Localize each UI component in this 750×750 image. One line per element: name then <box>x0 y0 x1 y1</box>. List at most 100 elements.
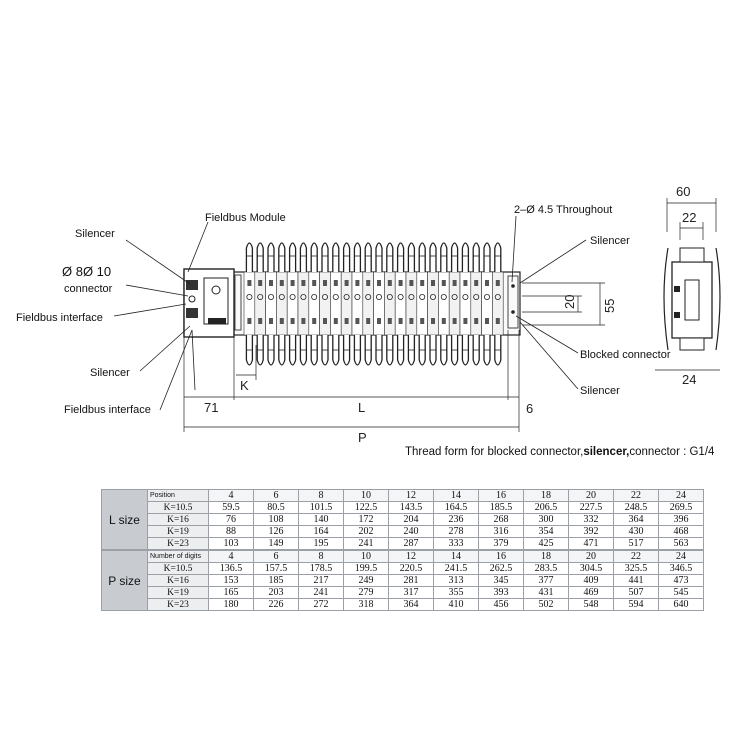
valve-coil-top <box>290 280 295 286</box>
table-cell: 59.5 <box>208 501 254 514</box>
table-cell: 364 <box>388 598 434 611</box>
table-cell: 594 <box>613 598 659 611</box>
fitting-top <box>342 242 351 272</box>
table-cell: 409 <box>568 574 614 587</box>
table-cell: 396 <box>658 513 704 526</box>
valve-indicator <box>343 293 350 300</box>
table-cell: 172 <box>343 513 389 526</box>
row-k-label: K=19 <box>147 586 209 599</box>
valve-coil-bottom <box>269 318 273 324</box>
valve-coil-top <box>377 280 381 286</box>
fieldbus-interface-label-bottom: Fieldbus interface <box>64 404 151 416</box>
left-leader-lines <box>113 221 209 411</box>
valve-indicator <box>419 293 426 300</box>
table-cell: 240 <box>388 525 434 538</box>
table-row: K=23 103 149 195 241 287 333 379 425 471… <box>102 537 704 550</box>
table-cell: 153 <box>208 574 254 587</box>
col-16: 16 <box>478 489 524 502</box>
col-18: 18 <box>523 489 569 502</box>
mount-hole-bottom <box>511 310 515 314</box>
fitting-top <box>396 242 405 272</box>
table-row: K=19 165 203 241 279 317 355 393 431 469… <box>102 586 704 599</box>
row-k-label: K=16 <box>147 513 209 526</box>
valve-indicator <box>257 293 264 300</box>
throughout-label: 2–Ø 4.5 Throughout <box>514 204 612 216</box>
silencer-label-top-left: Silencer <box>75 228 115 240</box>
table-cell: 441 <box>613 574 659 587</box>
table-cell: 640 <box>658 598 704 611</box>
fieldbus-port-top <box>186 280 198 290</box>
valve-coil-bottom <box>290 318 295 324</box>
valve-indicator <box>354 293 361 300</box>
fitting-top <box>332 242 340 272</box>
valve-indicator <box>408 293 415 300</box>
valve-coil-bottom <box>279 318 284 324</box>
valve-coil-top <box>301 280 306 286</box>
fitting-top <box>429 242 437 272</box>
table-cell: 431 <box>523 586 569 599</box>
valve-indicator <box>300 293 307 300</box>
table-cell: 377 <box>523 574 569 587</box>
end-view-tube-right <box>715 247 721 351</box>
valve-coil-top <box>269 280 273 286</box>
fitting-top <box>310 242 318 272</box>
valve-coil-top <box>420 280 425 286</box>
row-k-label: K=10.5 <box>147 562 209 575</box>
table-cell: 392 <box>568 525 614 538</box>
table-cell: 287 <box>388 537 434 550</box>
dim-k: K <box>240 378 249 393</box>
table-cell: 345 <box>478 574 524 587</box>
row-k-label: K=23 <box>147 598 209 611</box>
valve-coil-bottom <box>258 318 263 324</box>
col-18: 18 <box>523 550 569 563</box>
table-cell: 227.5 <box>568 501 614 514</box>
valve-coil-bottom <box>312 318 317 324</box>
row-k-label: K=10.5 <box>147 501 209 514</box>
table-cell: 236 <box>433 513 479 526</box>
valve-indicator <box>321 293 328 300</box>
valve-indicator <box>483 293 490 300</box>
valve-indicator <box>365 293 372 300</box>
table-cell: 410 <box>433 598 479 611</box>
dim-60: 60 <box>676 184 690 199</box>
dim-20-55-lines <box>522 282 605 326</box>
fieldbus-module-block <box>183 268 235 338</box>
col-4: 4 <box>208 489 254 502</box>
table-cell: 101.5 <box>298 501 344 514</box>
valve-coil-top <box>452 280 457 286</box>
valve-indicator <box>289 293 296 300</box>
valve-coil-bottom <box>452 318 457 324</box>
dim-l: L <box>358 400 365 415</box>
col-4: 4 <box>208 550 254 563</box>
fieldbus-module-label: Fieldbus Module <box>205 212 286 224</box>
fitting-top <box>407 242 416 272</box>
col-20: 20 <box>568 550 614 563</box>
valve-coil-bottom <box>420 318 425 324</box>
table-cell: 203 <box>253 586 299 599</box>
l-size-table: L size Position 4 6 8 10 12 14 16 18 20 … <box>101 489 704 550</box>
table-cell: 279 <box>343 586 389 599</box>
table-cell: 548 <box>568 598 614 611</box>
table-header-row: L size Position 4 6 8 10 12 14 16 18 20 … <box>101 489 704 550</box>
table-row: K=10.5 59.5 80.5 101.5 122.5 143.5 164.5… <box>102 501 704 514</box>
fitting-top <box>386 242 394 272</box>
valve-coil-top <box>463 280 468 286</box>
col-24: 24 <box>658 489 704 502</box>
valve-coil-bottom <box>441 318 446 324</box>
end-plate-left <box>234 274 242 331</box>
table-cell: 76 <box>208 513 254 526</box>
table-cell: 185 <box>253 574 299 587</box>
silencer-label-right-top: Silencer <box>590 235 630 247</box>
dim-22: 22 <box>682 210 696 225</box>
col-20: 20 <box>568 489 614 502</box>
valve-indicator <box>311 293 318 300</box>
valve-coil-top <box>247 280 252 286</box>
p-size-table: P size Number of digits 4 6 8 10 12 14 1… <box>101 550 704 611</box>
col-8: 8 <box>298 489 344 502</box>
table-cell: 278 <box>433 525 479 538</box>
dim-p: P <box>358 430 367 445</box>
col-12: 12 <box>388 550 434 563</box>
connector-size-label: Ø 8Ø 10 <box>62 264 111 279</box>
thread-note-bold: silencer, <box>583 446 630 458</box>
table-cell: 346.5 <box>658 562 704 575</box>
